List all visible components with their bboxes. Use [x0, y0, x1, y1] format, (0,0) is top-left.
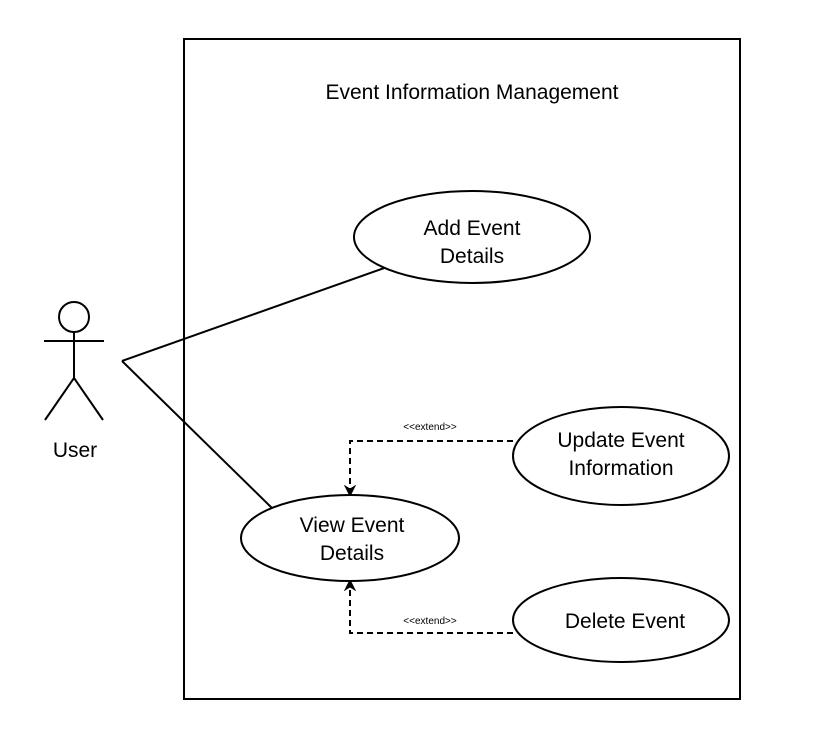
extend-arrow-delete-to-view — [350, 581, 513, 634]
use-case-update-event-information-line-1: Update Event — [557, 429, 684, 452]
actor-right-leg — [73, 377, 104, 421]
use-case-update-event-information: Update Event Information — [512, 406, 730, 506]
extend-label-delete: <<extend>> — [403, 616, 457, 627]
actor-label: User — [53, 439, 97, 462]
use-case-view-event-details-ellipse — [240, 494, 460, 582]
system-boundary-title: Event Information Management — [326, 81, 619, 104]
actor-left-leg — [44, 377, 75, 421]
extend-arrow-update-to-view — [350, 440, 513, 495]
use-case-delete-event-label: Delete Event — [565, 610, 685, 633]
use-case-add-event-details: Add Event Details — [353, 190, 591, 284]
extend-label-update: <<extend>> — [403, 422, 457, 433]
use-case-delete-event-ellipse — [512, 577, 730, 663]
use-case-add-event-details-line-1: Add Event — [424, 217, 521, 240]
association-user-view-event — [121, 360, 275, 511]
association-user-add-event — [121, 266, 388, 362]
use-case-add-event-details-ellipse — [353, 190, 591, 284]
use-case-view-event-details-line-1: View Event — [300, 514, 405, 537]
actor-head — [58, 301, 90, 333]
use-case-view-event-details-line-2: Details — [320, 542, 384, 565]
use-case-view-event-details: View Event Details — [240, 494, 460, 582]
actor-user — [44, 301, 104, 421]
use-case-add-event-details-line-2: Details — [440, 245, 504, 268]
use-case-delete-event: Delete Event — [512, 577, 730, 663]
use-case-update-event-information-ellipse — [512, 406, 730, 506]
use-case-update-event-information-line-2: Information — [568, 457, 673, 480]
